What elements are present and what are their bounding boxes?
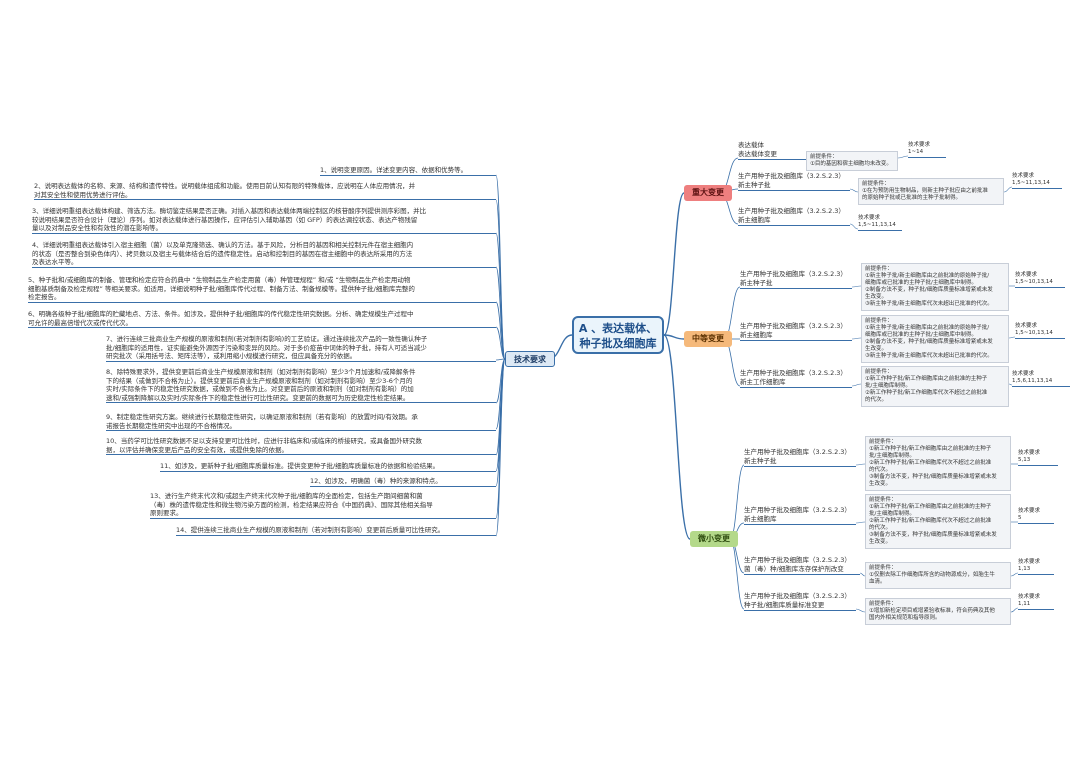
major-item-label[interactable]: 表达载体 表达载体变更 <box>738 141 808 160</box>
root-line-2: 种子批及细胞库 <box>579 337 657 350</box>
tech-item[interactable]: 2、说明表达载体的名称、来源、结构和遗传特性。说明载体组成和功能。使用目前认知有… <box>34 182 496 200</box>
major-item-precondition: 前提条件： ①目的基因和宿主细胞均未改变。 <box>806 151 898 171</box>
link-technical-item <box>495 358 506 361</box>
major-item-requirement: 技术要求 1,5~11,13,14 <box>858 215 902 231</box>
link-root-major <box>663 192 685 336</box>
tech-item[interactable]: 4、详细说明重组表达载体引入宿主细胞（菌）以及单克隆筛选、确认的方法。基于风险，… <box>32 241 496 268</box>
link-medium-detail <box>1008 383 1013 386</box>
root-line-1: A 、表达载体、 <box>578 322 658 335</box>
medium-item-label[interactable]: 生产用种子批及细胞库（3.2.S.2.3） 新主工作细胞库 <box>740 369 852 388</box>
link-major-detail <box>849 188 859 193</box>
link-minor-detail <box>1010 607 1019 613</box>
minor-item-label[interactable]: 生产用种子批及细胞库（3.2.S.2.3） 种子批/细胞库质量标准变更 <box>744 592 856 611</box>
link-major-detail <box>897 155 909 159</box>
minor-item-label[interactable]: 生产用种子批及细胞库（3.2.S.2.3） 菌（毒）种/细胞库冻存保护剂改变 <box>744 556 860 575</box>
link-medium-detail <box>851 285 862 288</box>
minor-item-precondition: 前提条件： ①新工作种子批/新工作细胞库由之前批准的主种子 批/主细胞库制得。 … <box>865 436 1011 491</box>
link-technical-item <box>495 358 506 537</box>
medium-item-precondition: 前提条件： ①新主种子批/新主细胞库由之前批准的原始种子批/ 细胞库或已批准的主… <box>861 263 1009 311</box>
tech-item[interactable]: 1、说明变更原因。详述变更内容、依据和优势等。 <box>320 166 496 176</box>
tech-item[interactable]: 13、进行生产终末代次和/或超生产终末代次种子批/细胞库的全面检定，包括生产期间… <box>150 492 496 519</box>
link-minor-item <box>729 464 745 540</box>
major-item-precondition: 前提条件： ①在为预防用生物制品，则新主种子批应由之前批准 的原始种子批或已批准… <box>858 178 1004 205</box>
medium-item-requirement: 技术要求 1,5~10,13,14 <box>1015 272 1065 288</box>
major-item-label[interactable]: 生产用种子批及细胞库（3.2.S.2.3） 新主细胞库 <box>738 207 850 226</box>
link-minor-detail <box>859 572 866 577</box>
medium-item-precondition: 前提条件： ①新工作种子批/新工作细胞库由之前批准的主种子 批/主细胞库制得。 … <box>861 366 1009 407</box>
link-minor-detail <box>1010 572 1019 577</box>
tech-item[interactable]: 8、除特殊要求外，提供变更前后商业生产规模原液和制剂（如对制剂有影响）至少3个月… <box>106 368 496 403</box>
minor-item-requirement: 技术要求 1,13 <box>1018 559 1054 575</box>
minor-item-requirement: 技术要求 5 <box>1018 508 1054 524</box>
category-major-change[interactable]: 重大变更 <box>684 185 732 201</box>
category-technical-requirements[interactable]: 技术要求 <box>505 351 555 367</box>
link-medium-detail <box>1008 336 1016 339</box>
major-item-label[interactable]: 生产用种子批及细胞库（3.2.S.2.3） 新主种子批 <box>738 172 850 191</box>
link-major-detail <box>1003 186 1013 193</box>
medium-item-requirement: 技术要求 1,5,6,11,13,14 <box>1012 371 1070 387</box>
link-medium-detail <box>851 383 862 387</box>
minor-item-label[interactable]: 生产用种子批及细胞库（3.2.S.2.3） 新主种子批 <box>744 448 856 467</box>
tech-item[interactable]: 11、如涉及，更新种子批/细胞库质量标准。提供变更种子批/细胞库质量标准的依据和… <box>160 462 496 472</box>
minor-item-requirement: 技术要求 1,11 <box>1018 594 1054 610</box>
root-node[interactable]: A 、表达载体、 种子批及细胞库 <box>572 316 664 354</box>
link-medium-detail <box>851 337 862 340</box>
link-minor-detail <box>855 608 866 613</box>
minor-item-precondition: 前提条件： ①新工作种子批/新工作细胞库由之前批准的主种子 批/主细胞库制得。 … <box>865 494 1011 549</box>
major-item-requirement: 技术要求 1,5~11,13,14 <box>1012 173 1062 189</box>
minor-item-precondition: 前提条件： ①仅删去除工作细胞库所含的动物源成分，如胎生牛 血清。 <box>865 562 1011 589</box>
tech-item[interactable]: 7、进行连续三批商业生产规模的原液和制剂(若对制剂有影响)的工艺验证。通过连续批… <box>106 335 496 362</box>
category-minor-change[interactable]: 微小变更 <box>690 531 738 547</box>
minor-item-requirement: 技术要求 5,13 <box>1018 450 1058 466</box>
minor-item-precondition: 前提条件： ①增加新检定项目或增紧验收标准，符合药典及其他 国内外相关规范和指导… <box>865 598 1011 625</box>
link-minor-item <box>729 538 745 610</box>
tech-item[interactable]: 5、种子批和/或细胞库的制备、管理和检定应符合药典中 “生物制品生产检定用菌（毒… <box>28 276 496 303</box>
minor-item-label[interactable]: 生产用种子批及细胞库（3.2.S.2.3） 新主细胞库 <box>744 506 856 525</box>
link-minor-detail <box>855 521 866 524</box>
link-minor-detail <box>855 463 866 466</box>
link-technical-item <box>495 326 506 360</box>
tech-item[interactable]: 10、当药学可比性研究数据不足以支持变更可比性时，应进行非临床和/或临床的桥接研… <box>106 437 496 455</box>
tech-item[interactable]: 12、如涉及，明确菌（毒）种的来源和特点。 <box>310 477 496 487</box>
medium-item-label[interactable]: 生产用种子批及细胞库（3.2.S.2.3） 新主细胞库 <box>740 322 852 341</box>
tech-item[interactable]: 14、提供连续三批商业生产规模的原液和制剂（若对制剂有影响）变更前后质量可比性研… <box>176 526 496 536</box>
tech-item[interactable]: 9、制定稳定性研究方案。继续进行长期稳定性研究，以确证原液和制剂（若有影响）的放… <box>106 413 496 431</box>
link-root-medium <box>663 334 685 340</box>
medium-item-precondition: 前提条件： ①新主种子批/新主细胞库由之前批准的原始种子批/ 细胞库或已批准的主… <box>861 315 1009 363</box>
link-major-detail <box>849 223 859 230</box>
major-item-requirement: 技术要求 1~14 <box>908 142 946 158</box>
tech-item[interactable]: 6、明确各级种子批/细胞库的贮藏地点、方法、条件。如涉及，提供种子批/细胞库的传… <box>28 310 496 328</box>
category-medium-change[interactable]: 中等变更 <box>684 331 732 347</box>
link-root-minor <box>663 334 691 540</box>
tech-item[interactable]: 3、详细说明重组表达载体构建、筛选方法。酶切鉴定结果是否正确。对插入基因和表达载… <box>32 207 496 234</box>
medium-item-label[interactable]: 生产用种子批及细胞库（3.2.S.2.3） 新主种子批 <box>740 270 852 289</box>
medium-item-requirement: 技术要求 1,5~10,13,14 <box>1015 323 1065 339</box>
